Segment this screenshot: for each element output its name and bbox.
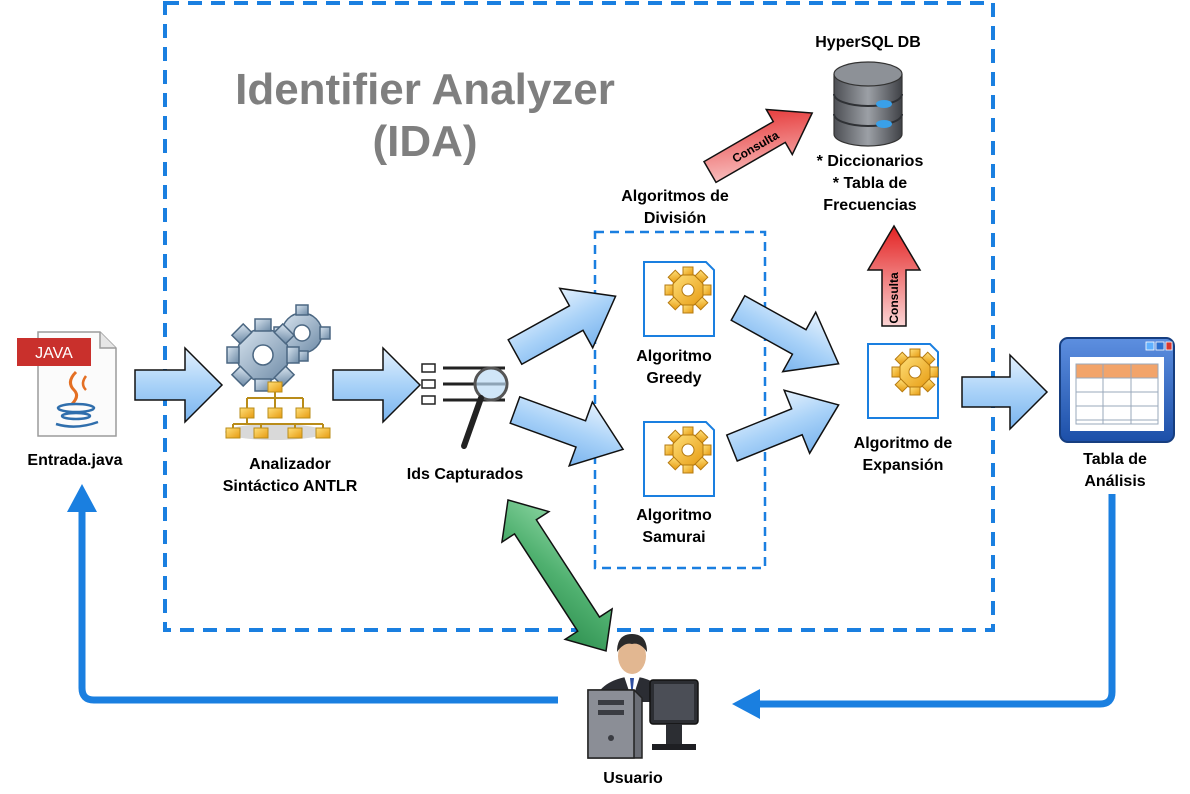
- greedy-algorithm-icon: [643, 261, 715, 337]
- arrow-ids-to-greedy: [507, 287, 617, 366]
- division-group-label-line2: División: [643, 210, 707, 227]
- table-label: Tabla de Análisis: [1050, 449, 1180, 493]
- arrow-ids-to-samurai: [509, 395, 625, 468]
- feedback-line-table-to-user: [750, 494, 1116, 708]
- division-group-label: Algoritmos de División: [590, 186, 760, 230]
- consulta-label-expansion: Consulta: [887, 272, 901, 324]
- expansion-label: Algoritmo de Expansión: [823, 433, 983, 477]
- feedback-arrowhead-to-user: [732, 689, 760, 719]
- input-file-label: Entrada.java: [27, 452, 123, 469]
- diagram-title-line1: Identifier Analyzer: [235, 65, 615, 114]
- database-icon: [833, 61, 903, 147]
- greedy-label-line2: Greedy: [646, 370, 702, 387]
- arrow-input-to-parser: [134, 346, 224, 424]
- expansion-label-line2: Expansión: [862, 457, 944, 474]
- arrow-greedy-to-expansion: [730, 294, 840, 373]
- ids-list-magnifier-icon: [421, 363, 509, 449]
- database-contents: * Diccionarios * Tabla de Frecuencias: [785, 151, 955, 217]
- arrow-samurai-to-expansion: [725, 389, 840, 462]
- diagram-title: Identifier Analyzer (IDA): [200, 64, 650, 168]
- expansion-label-line1: Algoritmo de: [853, 435, 953, 452]
- arrow-consulta-expansion-to-db: Consulta: [866, 224, 922, 327]
- user-label: Usuario: [603, 770, 663, 787]
- table-window-icon: [1059, 337, 1175, 443]
- database-title: HyperSQL DB: [815, 34, 921, 51]
- samurai-label-line1: Algoritmo: [636, 507, 712, 524]
- arrow-expansion-to-table: [961, 353, 1049, 431]
- greedy-label: Algoritmo Greedy: [604, 346, 744, 390]
- java-file-icon: JAVA: [17, 331, 117, 437]
- java-badge-background: [17, 338, 91, 366]
- parser-gears-icon: [225, 304, 331, 440]
- ids-label: Ids Capturados: [406, 466, 524, 483]
- table-label-line1: Tabla de: [1083, 451, 1147, 468]
- database-contents-line2: * Tabla de: [832, 175, 908, 192]
- division-group-boundary: [593, 230, 767, 570]
- samurai-label-line2: Samurai: [642, 529, 706, 546]
- user-computer-icon: [587, 634, 699, 759]
- java-badge-text: JAVA: [35, 345, 73, 362]
- division-group-label-line1: Algoritmos de: [621, 188, 729, 205]
- parser-label: Analizador Sintáctico ANTLR: [195, 454, 385, 498]
- database-contents-line3: Frecuencias: [823, 197, 917, 214]
- feedback-line-user-to-input: [78, 508, 558, 704]
- parser-label-line2: Sintáctico ANTLR: [222, 478, 358, 495]
- samurai-algorithm-icon: [643, 421, 715, 497]
- samurai-label: Algoritmo Samurai: [604, 505, 744, 549]
- arrow-parser-to-ids: [332, 346, 422, 424]
- database-contents-line1: * Diccionarios: [816, 153, 924, 170]
- arrow-consulta-division-to-db: Consulta: [702, 108, 814, 184]
- greedy-label-line1: Algoritmo: [636, 348, 712, 365]
- expansion-algorithm-icon: [867, 343, 939, 419]
- parser-label-line1: Analizador: [249, 456, 331, 473]
- arrow-ids-user-bidirectional: [500, 499, 614, 652]
- feedback-arrowhead-to-input: [67, 484, 97, 512]
- diagram-title-line2: (IDA): [372, 117, 478, 166]
- table-label-line2: Análisis: [1084, 473, 1146, 490]
